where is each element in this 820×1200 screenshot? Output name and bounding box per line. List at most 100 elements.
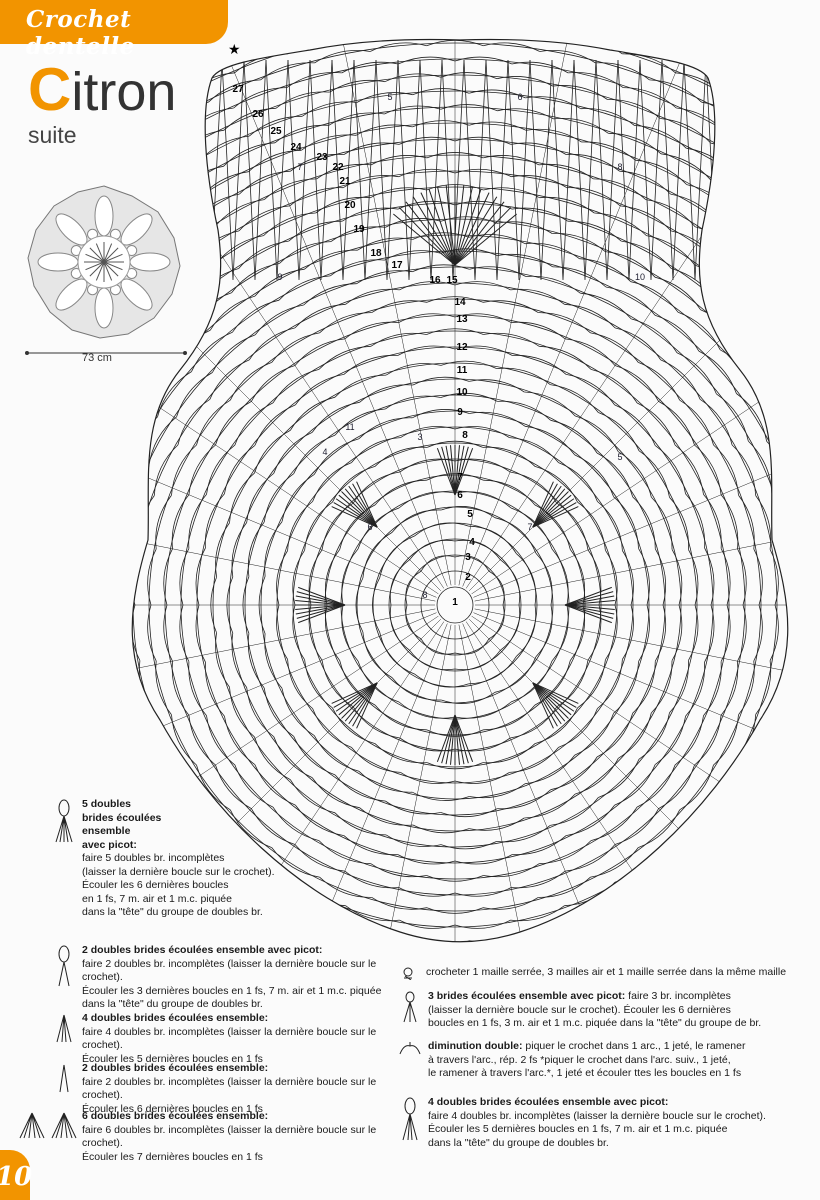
chain-arc <box>593 178 646 200</box>
round-number: 3 <box>465 552 471 563</box>
chain-arc <box>132 192 152 229</box>
chain-arc <box>757 342 788 389</box>
chain-arc <box>281 474 315 522</box>
chain-arc <box>132 299 150 343</box>
chart-spoke <box>132 608 436 731</box>
stitch-fan <box>454 185 465 266</box>
round-number: 16 <box>429 275 441 286</box>
chain-arc <box>454 56 513 65</box>
chain-arc <box>766 716 788 769</box>
chain-arc <box>374 479 427 506</box>
chain-arc <box>370 187 427 199</box>
round-number: 8 <box>462 430 468 441</box>
stitch-fan <box>532 485 562 528</box>
chain-arc <box>454 200 513 210</box>
chain-arc <box>287 659 313 709</box>
chain-arc <box>385 950 441 959</box>
stitch-fan <box>532 682 569 719</box>
chain-arc <box>311 401 360 433</box>
chain-arc <box>191 331 233 372</box>
chain-arc <box>454 854 513 865</box>
chain-arc <box>339 504 376 550</box>
chain-arc <box>553 118 609 134</box>
round-number: 7 <box>457 472 463 483</box>
chain-arc <box>374 743 428 764</box>
chain-arc <box>737 548 747 606</box>
chain-arc <box>215 764 252 809</box>
thumb-ray <box>89 261 105 277</box>
chain-arc <box>636 764 676 808</box>
chain-arc <box>676 352 717 395</box>
chain-arc <box>717 261 761 300</box>
chain-arc <box>196 764 231 811</box>
chain-arc <box>370 155 427 166</box>
chain-arc <box>100 577 104 634</box>
chain-arc <box>740 259 782 299</box>
chain-arc <box>224 445 256 494</box>
stitch-fan <box>295 595 346 606</box>
legend-five-line-5: dans la "tête" du groupe de doubles br. <box>82 906 263 918</box>
legend-five-title-3: ensemble <box>82 825 131 837</box>
stitch-fan <box>454 714 474 762</box>
legend-three-picot: 3 brides écoulées ensemble avec picot: f… <box>398 990 798 1034</box>
legend-two-picot-line-1: faire 2 doubles br. incomplètes (laisser… <box>82 957 377 984</box>
stitch-fan <box>298 586 346 606</box>
chain-arc <box>385 800 441 815</box>
stitch-fan <box>341 491 378 528</box>
chain-arc <box>398 313 456 323</box>
round-number: 12 <box>456 342 468 353</box>
chain-arc <box>720 494 739 549</box>
chain-arc <box>777 821 788 868</box>
chain-arc <box>345 905 400 922</box>
legend-two-picot-line-3: dans la "tête" du groupe de doubles br. <box>82 998 263 1010</box>
chain-arc <box>516 604 537 657</box>
legend-six-line-1: faire 6 doubles br. incomplètes (laisser… <box>82 1123 377 1150</box>
lattice-line <box>397 59 421 281</box>
chain-arc <box>358 417 413 439</box>
chain-arc <box>631 856 678 892</box>
chain-arc <box>454 919 511 929</box>
legend-four-picot-line-2: Écouler les 5 dernières boucles en 1 fs,… <box>428 1123 728 1135</box>
legend-four-picot: 4 doubles brides écoulées ensemble avec … <box>398 1096 798 1156</box>
chart-spoke <box>329 39 452 586</box>
chain-arc <box>630 897 679 929</box>
chain-arc <box>324 604 341 661</box>
chain-arc <box>132 342 153 389</box>
chain-arc <box>469 379 525 393</box>
chain-arc <box>276 604 288 660</box>
chain-arc <box>248 327 296 361</box>
chain-arc <box>397 345 456 356</box>
chain-arc <box>398 701 456 719</box>
chain-arc <box>598 759 640 798</box>
chain-arc <box>342 207 399 222</box>
chain-arc <box>538 163 594 180</box>
chain-arc <box>802 297 820 341</box>
chain-arc <box>494 656 537 693</box>
chain-arc <box>330 226 386 242</box>
chain-arc <box>454 136 512 145</box>
chain-arc <box>238 205 290 232</box>
chain-arc <box>738 300 779 343</box>
stitch-fan <box>564 604 615 615</box>
chart-spoke <box>132 72 445 589</box>
chain-arc <box>385 834 442 847</box>
chain-arc <box>288 220 343 242</box>
chain-arc <box>254 304 304 336</box>
chain-arc <box>100 230 130 270</box>
stitch-fan <box>454 714 460 765</box>
chain-arc <box>273 432 313 474</box>
chain-arc <box>671 604 683 661</box>
chain-arc <box>552 958 605 960</box>
chart-spoke <box>132 249 439 595</box>
chain-arc <box>483 42 540 52</box>
chain-arc <box>511 870 566 889</box>
chain-arc <box>251 365 296 402</box>
chain-arc <box>716 302 758 344</box>
legend-four-picot-title: 4 doubles brides écoulées ensemble avec … <box>428 1096 669 1108</box>
chain-arc <box>293 736 336 776</box>
chain-arc <box>483 332 540 347</box>
chain-arc <box>440 248 498 256</box>
lattice-line <box>331 59 355 281</box>
chain-arc <box>113 467 131 521</box>
chain-arc <box>769 549 779 606</box>
